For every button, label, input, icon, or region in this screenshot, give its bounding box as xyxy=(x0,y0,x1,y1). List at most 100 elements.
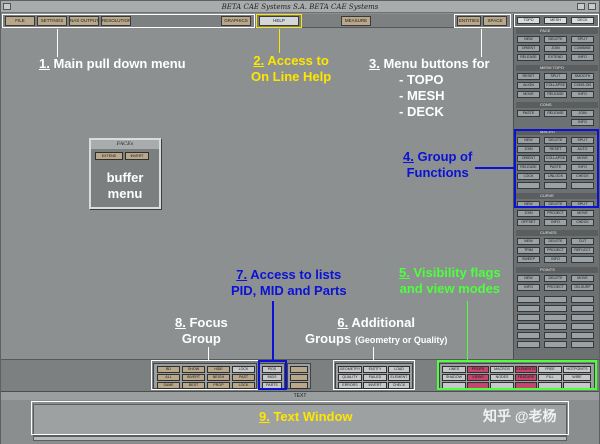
window-menu-icon[interactable] xyxy=(3,3,11,10)
focus-all[interactable]: ALL xyxy=(157,374,180,381)
panel-extra-3[interactable] xyxy=(571,296,594,303)
menu-entities[interactable]: ENTITIES xyxy=(457,16,481,26)
curve-info[interactable]: INFO xyxy=(544,219,567,226)
panel-extra-14[interactable] xyxy=(544,332,567,339)
macro-extra-1[interactable] xyxy=(517,182,540,189)
list-mids[interactable]: MIDS xyxy=(262,374,282,381)
text-window-scrollbar[interactable] xyxy=(33,436,567,441)
curves-extra[interactable] xyxy=(571,256,594,263)
add-entity[interactable]: ENTITY xyxy=(363,366,387,373)
add-geometry[interactable]: GEOMETRY xyxy=(338,366,362,373)
add-errors[interactable]: ERRORS xyxy=(338,382,362,389)
curve-move[interactable]: MOVE xyxy=(571,210,594,217)
menu-space[interactable]: SPACE xyxy=(483,16,507,26)
add-load[interactable]: LOAD xyxy=(388,366,410,373)
panel-extra-17[interactable] xyxy=(544,341,567,348)
graphics-viewport[interactable] xyxy=(1,29,512,359)
macro-move[interactable]: MOVE xyxy=(571,155,594,162)
curves-info[interactable]: INFO xyxy=(544,256,567,263)
panel-extra-7[interactable] xyxy=(517,314,540,321)
points-on-surf[interactable]: ON-SURF xyxy=(571,284,594,291)
panel-extra-16[interactable] xyxy=(517,341,540,348)
macro-check[interactable]: CHECK xyxy=(571,173,594,180)
panel-extra-5[interactable] xyxy=(544,305,567,312)
focus-invert[interactable]: INVERT xyxy=(182,374,205,381)
minimize-icon[interactable] xyxy=(577,3,585,10)
macro-collapse[interactable]: COLLAPSE xyxy=(544,155,567,162)
vis-free[interactable]: FREE xyxy=(538,366,562,373)
buffer-extend-button[interactable]: EXTEND xyxy=(95,152,123,160)
buffer-invert-button[interactable]: INVERT xyxy=(125,152,149,160)
meshtopo-reset[interactable]: RESET xyxy=(517,73,540,80)
panel-extra-8[interactable] xyxy=(544,314,567,321)
curves-project[interactable]: PROJECT xyxy=(544,247,567,254)
panel-extra-13[interactable] xyxy=(517,332,540,339)
meshtopo-collapse[interactable]: COLLAPSE xyxy=(544,82,567,89)
meshtopo-info[interactable]: INFO xyxy=(571,91,594,98)
topo-button[interactable]: TOPO xyxy=(517,17,540,24)
list-extra-2[interactable] xyxy=(290,374,308,381)
add-invert[interactable]: INVERT xyxy=(363,382,387,389)
panel-extra-10[interactable] xyxy=(517,323,540,330)
deck-button[interactable]: DECK xyxy=(571,17,594,24)
focus-hide[interactable]: HIDE xyxy=(207,366,230,373)
macro-join[interactable]: JOIN xyxy=(517,146,540,153)
panel-extra-15[interactable] xyxy=(571,332,594,339)
macro-new[interactable]: NEW xyxy=(517,137,540,144)
face-combine[interactable]: COMBINE xyxy=(571,45,594,52)
macro-auto[interactable]: AUTO xyxy=(571,146,594,153)
list-pids[interactable]: PIDS xyxy=(262,366,282,373)
cons-info[interactable]: INFO xyxy=(571,119,594,126)
vis-nodes[interactable]: NODES xyxy=(490,374,514,381)
face-split[interactable]: SPLIT xyxy=(571,36,594,43)
vis-wire[interactable]: WIRE xyxy=(563,374,591,381)
macro-lock[interactable]: LOCK xyxy=(517,173,540,180)
curve-join[interactable]: JOIN xyxy=(517,210,540,217)
panel-extra-12[interactable] xyxy=(571,323,594,330)
focus-lock-2[interactable]: LOCK xyxy=(232,382,255,389)
face-extend[interactable]: EXTEND xyxy=(544,54,567,61)
menu-resolution[interactable]: RESOLUTION xyxy=(101,16,131,26)
cons-release[interactable]: RELEASE xyxy=(544,110,567,117)
curve-offset[interactable]: OFFSET xyxy=(517,219,540,226)
add-check[interactable]: CHECK xyxy=(388,382,410,389)
macro-unlock[interactable]: UNLOCK xyxy=(544,173,567,180)
vis-macros[interactable]: MACROS xyxy=(490,366,514,373)
vis-hotpoints[interactable]: HOTPOINTS xyxy=(563,366,591,373)
menu-graphics[interactable]: GRAPHICS xyxy=(221,16,251,26)
panel-extra-2[interactable] xyxy=(544,296,567,303)
macro-delete[interactable]: DELETE xyxy=(544,137,567,144)
face-join[interactable]: JOIN xyxy=(544,45,567,52)
menu-measure[interactable]: MEASURE xyxy=(341,16,371,26)
macro-extra-2[interactable] xyxy=(544,182,567,189)
maximize-icon[interactable] xyxy=(588,3,596,10)
vis-views[interactable]: VIEWS xyxy=(467,374,489,381)
curves-sweep[interactable]: SWEEP xyxy=(517,256,540,263)
cons-join[interactable]: JOIN xyxy=(571,110,594,117)
points-info[interactable]: INFO xyxy=(517,284,540,291)
face-delete[interactable]: DELETE xyxy=(544,36,567,43)
panel-extra-6[interactable] xyxy=(571,305,594,312)
macro-orient[interactable]: ORIENT xyxy=(517,155,540,162)
add-element[interactable]: ELEMENT xyxy=(388,374,410,381)
macro-extra-3[interactable] xyxy=(571,182,594,189)
cons-paste[interactable]: PASTE xyxy=(517,110,540,117)
focus-neigh[interactable]: NEIGH xyxy=(207,374,230,381)
focus-past[interactable]: PAST xyxy=(232,374,255,381)
macro-reset[interactable]: RESET xyxy=(544,146,567,153)
macro-paste[interactable]: PASTE xyxy=(544,164,567,171)
vis-shadow[interactable]: SHADOW xyxy=(442,374,466,381)
vis-lines[interactable]: LINES xyxy=(442,366,466,373)
curves-reflect[interactable]: REFLECT xyxy=(571,247,594,254)
macro-split[interactable]: SPLIT xyxy=(571,137,594,144)
focus-best[interactable]: BEST xyxy=(182,382,205,389)
focus-same[interactable]: SAME xyxy=(157,382,180,389)
meshtopo-align[interactable]: ALIGN xyxy=(517,82,540,89)
curves-delete[interactable]: DELETE xyxy=(544,238,567,245)
focus-bd[interactable]: BD xyxy=(157,366,180,373)
focus-prop[interactable]: PROP xyxy=(207,382,230,389)
panel-extra-4[interactable] xyxy=(517,305,540,312)
meshtopo-release[interactable]: RELEASE xyxy=(544,91,567,98)
menu-help[interactable]: HELP xyxy=(259,16,299,26)
meshtopo-split[interactable]: SPLIT xyxy=(544,73,567,80)
